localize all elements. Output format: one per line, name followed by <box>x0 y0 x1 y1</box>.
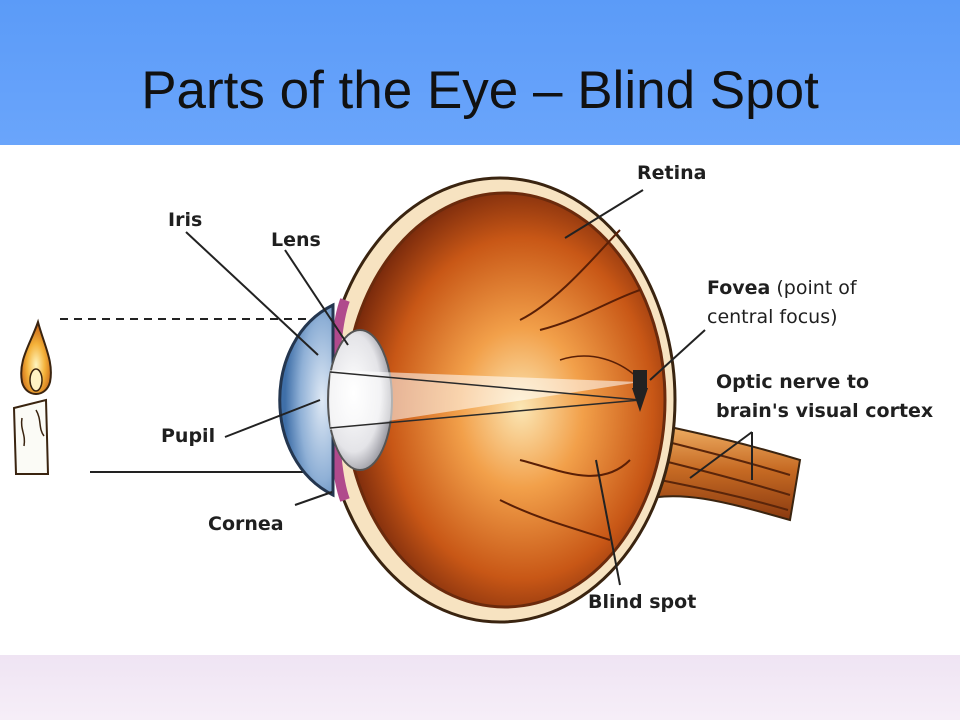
label-pupil: Pupil <box>161 425 215 447</box>
footer-band <box>0 655 960 720</box>
label-fovea-line2: central focus) <box>707 306 838 328</box>
label-fovea-desc: (point of <box>770 277 858 299</box>
label-lens: Lens <box>271 229 321 251</box>
label-iris: Iris <box>168 209 202 231</box>
label-blind-spot: Blind spot <box>588 591 696 613</box>
label-fovea: Fovea (point of <box>707 277 858 299</box>
label-optic-nerve-line2: brain's visual cortex <box>716 400 933 422</box>
label-optic-nerve-line1: Optic nerve to <box>716 371 869 393</box>
eyeball-cross-section-illustration <box>278 176 677 624</box>
label-retina: Retina <box>637 162 706 184</box>
slide-title: Parts of the Eye – Blind Spot <box>141 61 819 120</box>
label-fovea-term: Fovea <box>707 277 770 299</box>
title-bar <box>0 0 960 145</box>
candle-icon <box>12 318 52 475</box>
label-cornea: Cornea <box>208 513 284 535</box>
light-rays <box>60 318 330 473</box>
leader-lines <box>185 189 753 586</box>
